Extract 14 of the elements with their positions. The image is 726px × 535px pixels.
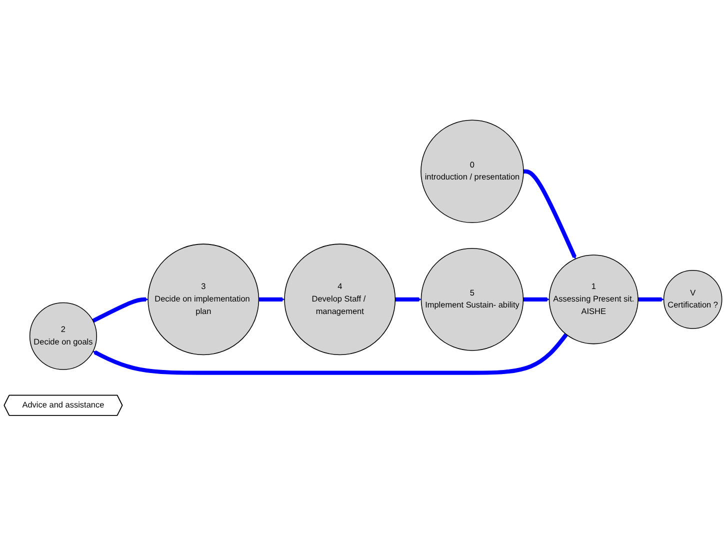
arrow — [395, 296, 422, 302]
node-circle: V Certification ? — [663, 270, 722, 329]
arrow — [92, 332, 568, 375]
node-circle: 2 Decide on goals — [29, 302, 97, 370]
arrow — [524, 169, 577, 259]
arrow — [523, 296, 550, 302]
node-circle: 1 Assessing Present sit. AISHE — [548, 254, 638, 344]
node-circle: 3 Decide on implementation plan — [148, 243, 260, 355]
arrow — [638, 296, 664, 302]
node-circle: 0 introduction / presentation — [420, 120, 524, 223]
node-circle: 5 Implement Sustain- ability — [420, 248, 524, 351]
node-circle: 4 Develop Staff / management — [284, 243, 396, 355]
arrow — [258, 296, 285, 302]
arrow — [92, 296, 148, 323]
